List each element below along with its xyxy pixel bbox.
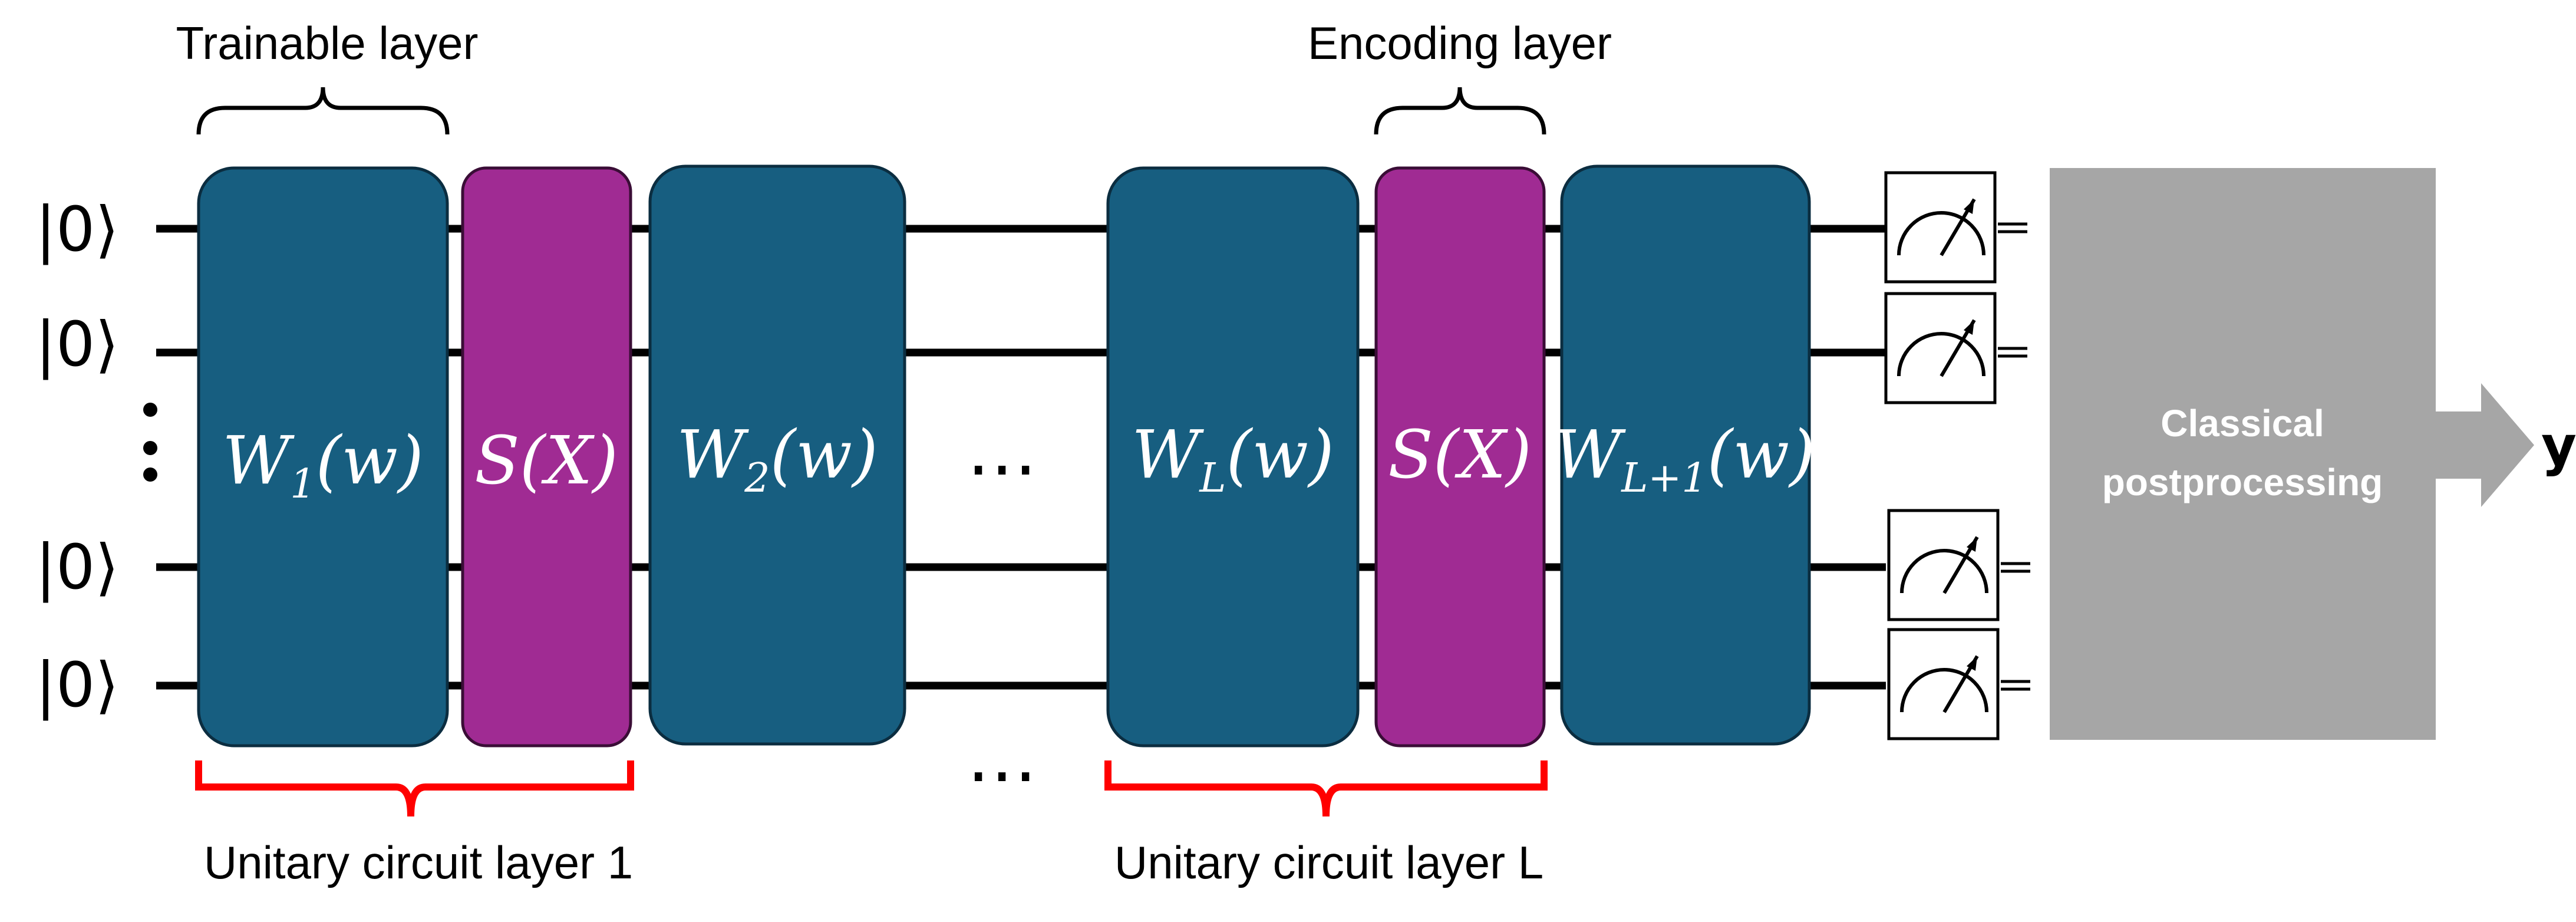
trainable-layer-label: Trainable layer (176, 17, 478, 69)
qubit-label-1: |0⟩ (35, 193, 119, 265)
gate-s1: S(X) (461, 166, 632, 748)
unitary-layer-1-bracket (195, 760, 634, 817)
svg-text:W2(w): W2(w) (677, 417, 878, 502)
gate-s2: S(X) (1374, 166, 1546, 748)
output-arrow (2436, 383, 2534, 507)
ellipsis-bottom: ⋯ (967, 734, 1037, 816)
encoding-bracket (1374, 87, 1546, 135)
trainable-bracket (196, 87, 450, 135)
gate-wL1: WL+1(w) (1553, 164, 1815, 746)
classical-label-line2: postprocessing (2102, 461, 2383, 503)
measure-icon (1884, 171, 2027, 284)
svg-text:S(X): S(X) (1388, 417, 1532, 493)
ellipsis-middle: ⋯ (967, 427, 1037, 509)
classical-postprocessing-block: Classical postprocessing (2050, 168, 2534, 740)
wire-gap (911, 195, 1105, 725)
encoding-layer-label: Encoding layer (1308, 17, 1612, 69)
measurement-icons (1884, 171, 2030, 740)
measure-icon (1887, 628, 2030, 740)
unitary-layer-L-label: Unitary circuit layer L (1114, 837, 1543, 888)
svg-text:WL(w): WL(w) (1132, 417, 1334, 502)
qubit-label-2: |0⟩ (35, 308, 119, 380)
gate-w1: W1(w) (197, 166, 449, 748)
svg-text:WL+1(w): WL+1(w) (1553, 417, 1815, 502)
gate-wL: WL(w) (1106, 166, 1360, 748)
svg-text:W1(w): W1(w) (222, 423, 424, 508)
unitary-layer-1-label: Unitary circuit layer 1 (204, 837, 633, 888)
gate-w2: W2(w) (648, 164, 906, 746)
unitary-layer-L-bracket (1104, 760, 1548, 817)
vertical-ellipsis (143, 403, 157, 482)
svg-text:S(X): S(X) (474, 423, 618, 499)
output-label: y (2541, 414, 2576, 478)
measure-icon (1884, 292, 2027, 404)
classical-label-line1: Classical (2161, 402, 2324, 444)
qubit-label-4: |0⟩ (35, 649, 119, 721)
measure-icon (1887, 509, 2030, 621)
qubit-label-3: |0⟩ (35, 531, 119, 603)
